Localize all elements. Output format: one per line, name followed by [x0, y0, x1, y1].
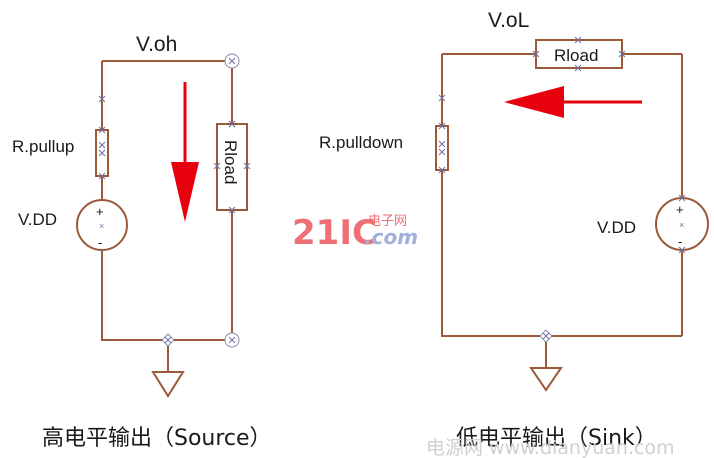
source-supply-label: V.DD: [18, 210, 57, 229]
sink-supply-center-mark: ×: [679, 220, 684, 230]
sink-node-ground: [539, 329, 553, 343]
source-supply: + - ×: [76, 199, 128, 251]
watermark-logo-text: 21IC: [292, 213, 377, 253]
source-node-bottom-right: [224, 332, 240, 348]
source-current-arrow: [171, 82, 199, 222]
source-caption: 高电平输出（Source）: [42, 426, 272, 451]
watermark-site: 电源网 www.dianyuan.com: [426, 437, 675, 458]
source-terminal-marks: [98, 95, 251, 214]
pulldown-label: R.pulldown: [319, 133, 403, 152]
sink-wire-left: [441, 54, 682, 337]
sink-load-label: Rload: [554, 46, 598, 65]
sink-caption: 低电平输出（Sink）: [456, 426, 657, 451]
source-ground-symbol: [151, 371, 185, 398]
pulldown-resistor: [435, 125, 449, 171]
pullup-label: R.pullup: [12, 137, 74, 156]
watermark-logo-domain: .com: [364, 225, 418, 249]
watermark-logo-sub: 电子网: [368, 214, 407, 229]
source-circuit: + - ×: [12, 33, 272, 451]
supply-center-mark: ×: [99, 221, 104, 231]
sink-circuit: + - × V.oL R: [319, 9, 709, 451]
sink-supply-plus-sign: +: [676, 202, 684, 217]
sink-supply-minus-sign: -: [678, 234, 682, 249]
sink-terminal-marks: [438, 36, 686, 254]
source-wire-left: [101, 61, 232, 341]
sink-current-arrow: [504, 86, 642, 118]
watermark-logo: 21IC 电子网 .com: [292, 213, 418, 253]
source-load-label: Rload: [221, 140, 240, 184]
sink-supply-label: V.DD: [597, 218, 636, 237]
supply-minus-sign: -: [98, 235, 102, 250]
source-node-label: V.oh: [136, 33, 177, 56]
sink-supply: + - ×: [655, 197, 709, 251]
source-node-ground: [161, 333, 175, 347]
sink-ground-symbol: [529, 367, 563, 392]
supply-plus-sign: +: [96, 204, 104, 219]
sink-node-label: V.oL: [488, 9, 529, 32]
source-node-top-right: [224, 53, 240, 69]
